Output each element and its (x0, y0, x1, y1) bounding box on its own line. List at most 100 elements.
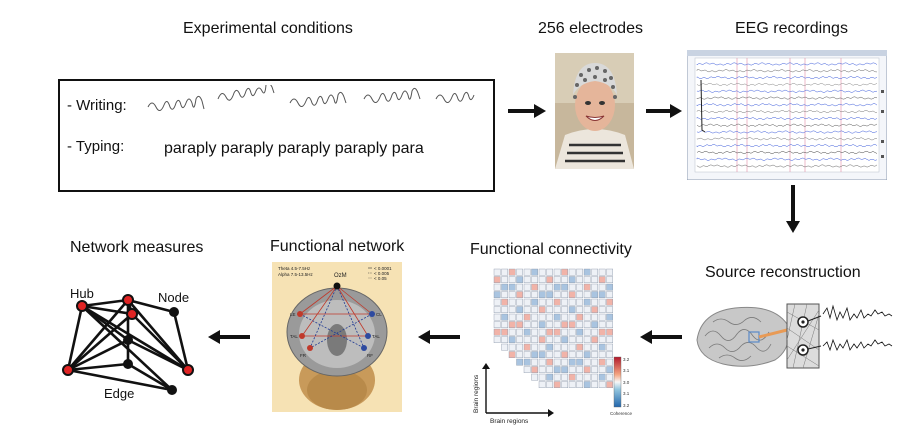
matrix-cell (606, 351, 614, 359)
matrix-cell (523, 343, 531, 351)
experimental-conditions-title: Experimental conditions (183, 20, 353, 37)
edge-label: Edge (104, 386, 134, 401)
matrix-cell (583, 336, 591, 344)
network-measures-title: Network measures (70, 239, 204, 256)
matrix-cell (523, 268, 531, 276)
matrix-cell (561, 313, 569, 321)
matrix-cell (576, 321, 584, 329)
conditions-box: - Writing: - Typing: paraply paraply par… (58, 79, 495, 192)
matrix-cell (606, 328, 614, 336)
matrix-cell (516, 321, 524, 329)
source-reconstruction-title: Source reconstruction (705, 264, 861, 281)
matrix-cell (493, 291, 501, 299)
matrix-cell (606, 358, 614, 366)
colorbar-label: Coherence (610, 411, 633, 416)
matrix-cell (538, 328, 546, 336)
matrix-cell (508, 283, 516, 291)
fn-legend-item: < 0.005 (374, 271, 390, 276)
matrix-cell (553, 343, 561, 351)
matrix-cell (598, 336, 606, 344)
functional-connectivity-matrix: 3.2 3.1 3.0 3.1 3.2 Coherence Brain regi… (473, 268, 633, 425)
arrow-left-icon (418, 330, 460, 344)
matrix-cell (606, 306, 614, 314)
matrix-cell (546, 276, 554, 284)
matrix-cell (531, 373, 539, 381)
matrix-cell (606, 276, 614, 284)
matrix-cell (538, 276, 546, 284)
matrix-cell (516, 343, 524, 351)
matrix-cell (568, 283, 576, 291)
matrix-cell (523, 276, 531, 284)
fn-info-line: Theta 4.5-7.5Hz (278, 266, 311, 271)
matrix-cell (561, 268, 569, 276)
matrix-cell (501, 306, 509, 314)
matrix-cell (516, 291, 524, 299)
fn-node-label: RF (367, 353, 373, 358)
matrix-cell (598, 283, 606, 291)
eeg-trace (696, 62, 878, 66)
matrix-cell (531, 358, 539, 366)
matrix-cell (546, 336, 554, 344)
matrix-cell (553, 373, 561, 381)
matrix-cell (561, 336, 569, 344)
matrix-cell (531, 351, 539, 359)
colorbar-tick: 3.2 (623, 357, 630, 362)
matrix-cell (598, 321, 606, 329)
matrix-cell (531, 366, 539, 374)
eeg-trace (696, 103, 878, 107)
matrix-cell (523, 283, 531, 291)
matrix-cell (583, 306, 591, 314)
matrix-cell (508, 351, 516, 359)
matrix-cell (523, 328, 531, 336)
node-label: Node (158, 290, 189, 305)
eeg-trace (696, 157, 878, 161)
matrix-cell (568, 381, 576, 389)
matrix-cell (546, 366, 554, 374)
matrix-cell (493, 336, 501, 344)
matrix-cell (523, 313, 531, 321)
matrix-cell (516, 358, 524, 366)
matrix-cell (561, 291, 569, 299)
matrix-cell (546, 313, 554, 321)
eeg-trace (696, 110, 878, 114)
matrix-cell (598, 276, 606, 284)
matrix-cell (523, 351, 531, 359)
fn-node-label: TAL (372, 334, 380, 339)
functional-connectivity-title: Functional connectivity (470, 241, 632, 258)
matrix-cell (516, 306, 524, 314)
matrix-cell (598, 306, 606, 314)
matrix-cell (568, 336, 576, 344)
matrix-cell (591, 358, 599, 366)
matrix-cell (493, 313, 501, 321)
matrix-cell (591, 373, 599, 381)
matrix-cell (583, 343, 591, 351)
matrix-cell (598, 291, 606, 299)
matrix-cell (583, 351, 591, 359)
matrix-cell (591, 321, 599, 329)
matrix-cell (493, 268, 501, 276)
matrix-cell (568, 366, 576, 374)
matrix-cell (591, 268, 599, 276)
matrix-cell (598, 298, 606, 306)
matrix-cell (568, 268, 576, 276)
matrix-cell (606, 298, 614, 306)
matrix-cell (591, 283, 599, 291)
matrix-cell (583, 358, 591, 366)
matrix-cell (493, 283, 501, 291)
eeg-trace (696, 82, 878, 86)
matrix-cell (516, 298, 524, 306)
matrix-cell (523, 321, 531, 329)
matrix-cell (501, 321, 509, 329)
matrix-cell (606, 381, 614, 389)
matrix-cell (523, 366, 531, 374)
matrix-cell (591, 381, 599, 389)
matrix-cell (493, 328, 501, 336)
matrix-cell (516, 351, 524, 359)
fn-node-label: CL (376, 312, 382, 317)
matrix-cell (598, 373, 606, 381)
matrix-cell (531, 328, 539, 336)
matrix-cell (583, 298, 591, 306)
matrix-cell (576, 373, 584, 381)
matrix-cell (561, 343, 569, 351)
matrix-cell (523, 291, 531, 299)
